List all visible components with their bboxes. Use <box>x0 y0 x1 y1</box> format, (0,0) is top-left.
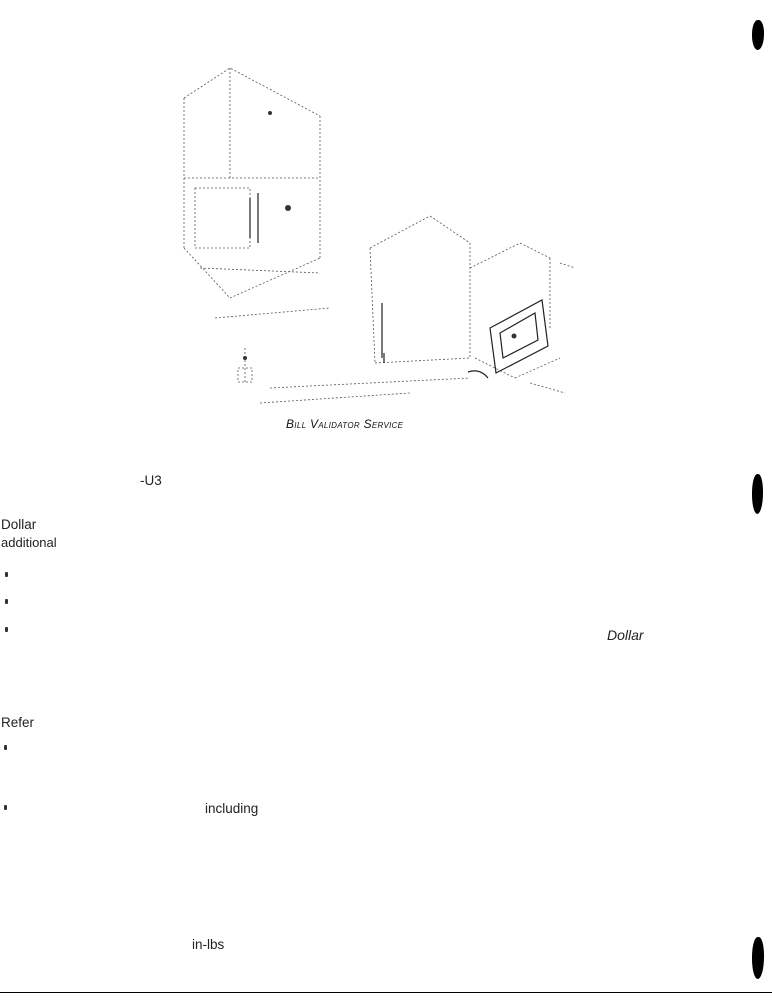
bullet-mark <box>5 572 8 577</box>
bullet-mark <box>5 627 8 632</box>
text-refer: Refer <box>1 715 35 730</box>
text-u3: -U3 <box>140 473 162 488</box>
punch-hole-mark <box>752 20 764 50</box>
text-including: including <box>205 801 259 816</box>
bill-validator-exploded-diagram <box>183 67 576 404</box>
punch-hole-mark <box>752 474 763 514</box>
figure-caption: Bill Validator Service <box>286 417 404 431</box>
text-dollar-right: Dollar <box>607 627 644 643</box>
bullet-mark <box>4 805 7 810</box>
bullet-mark <box>5 599 8 604</box>
text-in-lbs: in-lbs <box>192 937 225 952</box>
text-additional: additional <box>1 535 57 550</box>
text-dollar: Dollar <box>1 517 37 532</box>
punch-hole-mark <box>752 937 764 979</box>
bullet-mark <box>4 745 7 750</box>
footer-rule <box>0 992 772 993</box>
